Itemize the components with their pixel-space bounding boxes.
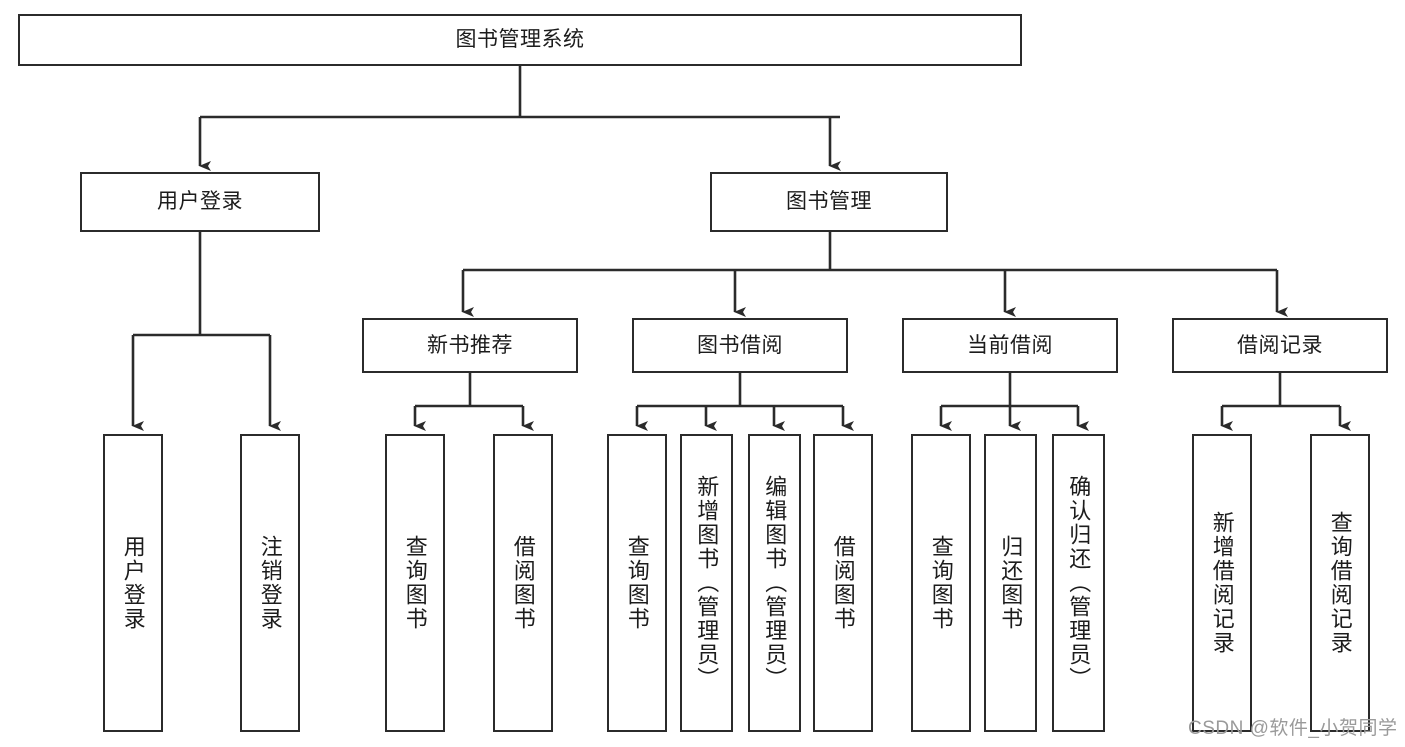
node-leaf-logout-label: 注销登录 <box>257 535 283 631</box>
node-leaf-add-book[interactable]: 新增图书（管理员） <box>680 434 733 732</box>
node-leaf-query-book-1-label: 查询图书 <box>402 535 428 631</box>
node-leaf-edit-book-label: 编辑图书（管理员） <box>762 475 788 691</box>
node-new-book-recommend-label: 新书推荐 <box>427 333 513 357</box>
node-leaf-return-book[interactable]: 归还图书 <box>984 434 1037 732</box>
node-book-borrow-label: 图书借阅 <box>697 333 783 357</box>
node-leaf-query-book-2-label: 查询图书 <box>624 535 650 631</box>
node-leaf-borrow-book-1-label: 借阅图书 <box>510 535 536 631</box>
node-leaf-borrow-book-2-label: 借阅图书 <box>830 535 856 631</box>
node-leaf-query-book-1[interactable]: 查询图书 <box>385 434 445 732</box>
node-borrow-record-label: 借阅记录 <box>1237 333 1323 357</box>
node-book-borrow[interactable]: 图书借阅 <box>632 318 848 373</box>
node-leaf-query-book-3[interactable]: 查询图书 <box>911 434 971 732</box>
node-root[interactable]: 图书管理系统 <box>18 14 1022 66</box>
node-leaf-logout[interactable]: 注销登录 <box>240 434 300 732</box>
node-leaf-query-record-label: 查询借阅记录 <box>1327 511 1353 655</box>
node-new-book-recommend[interactable]: 新书推荐 <box>362 318 578 373</box>
node-leaf-add-record[interactable]: 新增借阅记录 <box>1192 434 1252 732</box>
node-leaf-user-login[interactable]: 用户登录 <box>103 434 163 732</box>
node-leaf-borrow-book-2[interactable]: 借阅图书 <box>813 434 873 732</box>
csdn-watermark: CSDN @软件_小贺同学 <box>1188 718 1398 739</box>
node-leaf-query-record[interactable]: 查询借阅记录 <box>1310 434 1370 732</box>
node-leaf-query-book-3-label: 查询图书 <box>928 535 954 631</box>
node-leaf-confirm-return-label: 确认归还（管理员） <box>1066 475 1092 691</box>
node-root-label: 图书管理系统 <box>455 28 585 52</box>
node-leaf-add-record-label: 新增借阅记录 <box>1209 511 1235 655</box>
node-leaf-return-book-label: 归还图书 <box>998 535 1024 631</box>
node-leaf-user-login-label: 用户登录 <box>120 535 146 631</box>
node-leaf-borrow-book-1[interactable]: 借阅图书 <box>493 434 553 732</box>
node-leaf-edit-book[interactable]: 编辑图书（管理员） <box>748 434 801 732</box>
node-leaf-confirm-return[interactable]: 确认归还（管理员） <box>1052 434 1105 732</box>
node-current-borrow[interactable]: 当前借阅 <box>902 318 1118 373</box>
node-user-login-label: 用户登录 <box>157 190 243 214</box>
node-book-manage[interactable]: 图书管理 <box>710 172 948 232</box>
node-borrow-record[interactable]: 借阅记录 <box>1172 318 1388 373</box>
node-user-login[interactable]: 用户登录 <box>80 172 320 232</box>
node-leaf-add-book-label: 新增图书（管理员） <box>694 475 720 691</box>
node-current-borrow-label: 当前借阅 <box>967 333 1053 357</box>
node-book-manage-label: 图书管理 <box>786 190 872 214</box>
node-leaf-query-book-2[interactable]: 查询图书 <box>607 434 667 732</box>
